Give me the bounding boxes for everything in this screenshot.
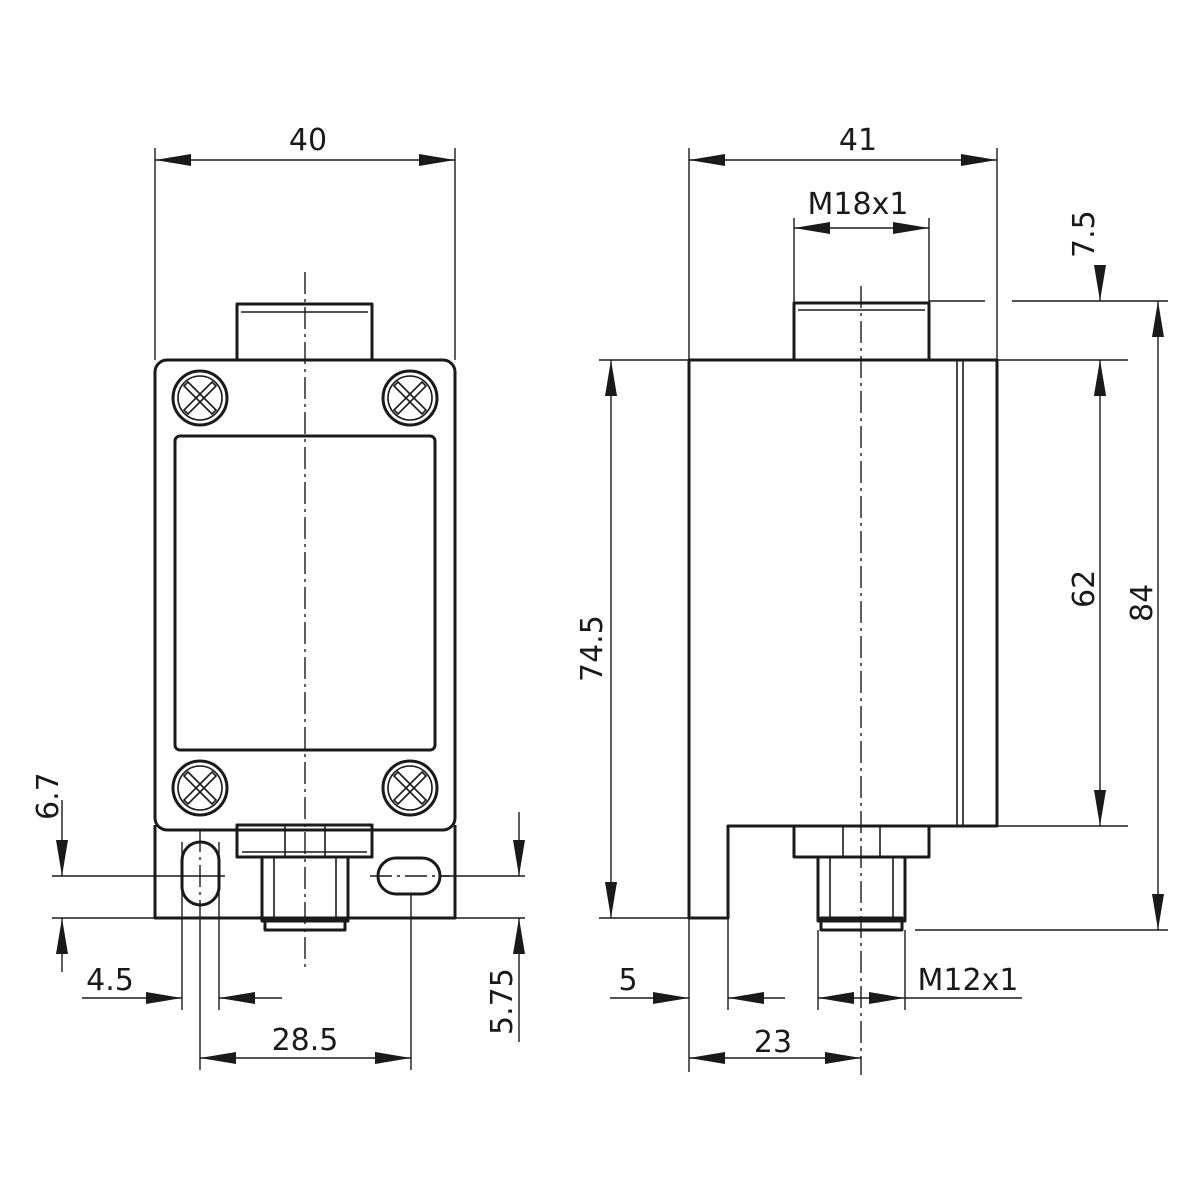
dim-label: M12x1 bbox=[918, 963, 1019, 998]
dim-label: M18x1 bbox=[808, 187, 909, 222]
dim-width-41: 41 bbox=[688, 123, 998, 360]
dim-label: 28.5 bbox=[272, 1023, 339, 1058]
dim-height-74-5: 74.5 bbox=[575, 359, 689, 919]
dim-slot-height-5-75: 5.75 bbox=[440, 812, 525, 1042]
screw-icon bbox=[381, 369, 439, 427]
dim-label: 40 bbox=[289, 123, 327, 158]
dim-width-40: 40 bbox=[154, 123, 456, 360]
screw-icon bbox=[171, 759, 229, 817]
dim-label: 74.5 bbox=[575, 615, 610, 682]
dim-slot-width-4-5: 4.5 bbox=[82, 842, 282, 1010]
dim-height-84: 84 bbox=[915, 301, 1168, 931]
dim-slot-spacing-28-5: 28.5 bbox=[199, 894, 412, 1070]
dim-thread-m12: M12x1 bbox=[817, 930, 1022, 1010]
dim-label: 23 bbox=[754, 1025, 792, 1060]
dim-label: 6.7 bbox=[31, 772, 66, 820]
screw-icon bbox=[381, 759, 439, 817]
dim-slot-offset-6-7: 6.7 bbox=[31, 772, 225, 972]
dim-label: 62 bbox=[1067, 570, 1102, 608]
dim-top-7-5: 7.5 bbox=[929, 210, 1168, 396]
dim-height-62: 62 bbox=[997, 360, 1128, 827]
dim-label: 5 bbox=[618, 963, 637, 998]
dim-axis-23: 23 bbox=[689, 1025, 861, 1064]
dim-thread-m18: M18x1 bbox=[793, 187, 930, 303]
front-view bbox=[153, 272, 457, 968]
dim-label: 84 bbox=[1125, 584, 1160, 622]
dim-label: 5.75 bbox=[485, 968, 520, 1035]
dim-label: 41 bbox=[839, 123, 877, 158]
display-window bbox=[173, 434, 437, 752]
dim-label: 7.5 bbox=[1067, 210, 1102, 258]
screw-icon bbox=[171, 369, 229, 427]
side-view bbox=[687, 286, 999, 1075]
dim-label: 4.5 bbox=[86, 963, 134, 998]
dim-flange-5: 5 bbox=[610, 918, 785, 1072]
